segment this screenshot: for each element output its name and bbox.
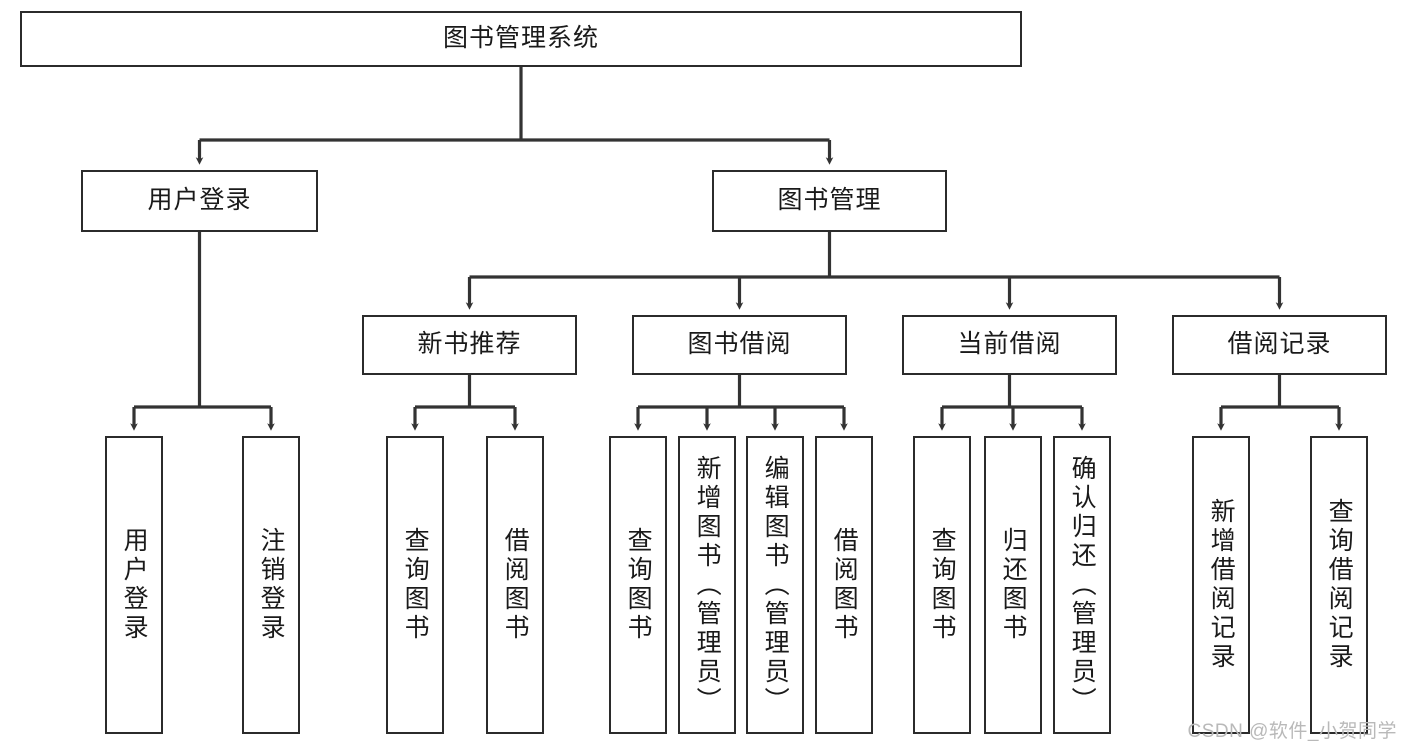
node-leaf-1[interactable]: 注销登录 (242, 436, 300, 734)
node-level2-0[interactable]: 用户登录 (81, 170, 318, 232)
node-leaf-3[interactable]: 借阅图书 (486, 436, 544, 734)
watermark-text: CSDN @软件_小贺同学 (1187, 721, 1397, 742)
node-leaf-5-label: 新增图书（管理员） (693, 454, 722, 716)
node-leaf-6-label: 编辑图书（管理员） (761, 454, 790, 716)
node-leaf-11[interactable]: 新增借阅记录 (1192, 436, 1250, 734)
node-root[interactable]: 图书管理系统 (20, 11, 1022, 67)
node-root-label: 图书管理系统 (442, 24, 599, 53)
node-leaf-10[interactable]: 确认归还（管理员） (1053, 436, 1111, 734)
node-leaf-2[interactable]: 查询图书 (386, 436, 444, 734)
node-leaf-8-label: 查询图书 (928, 527, 957, 643)
node-leaf-4-label: 查询图书 (624, 527, 653, 643)
node-level3-3-label: 借阅记录 (1227, 330, 1332, 359)
node-leaf-9[interactable]: 归还图书 (984, 436, 1042, 734)
node-leaf-12-label: 查询借阅记录 (1325, 498, 1354, 672)
node-leaf-7-label: 借阅图书 (830, 527, 859, 643)
node-level2-1[interactable]: 图书管理 (712, 170, 947, 232)
node-leaf-10-label: 确认归还（管理员） (1068, 454, 1097, 716)
node-level3-0-label: 新书推荐 (417, 330, 522, 359)
node-level3-1[interactable]: 图书借阅 (632, 315, 847, 375)
node-level3-2[interactable]: 当前借阅 (902, 315, 1117, 375)
node-level3-1-label: 图书借阅 (687, 330, 792, 359)
node-leaf-8[interactable]: 查询图书 (913, 436, 971, 734)
node-level2-0-label: 用户登录 (147, 186, 252, 215)
node-leaf-12[interactable]: 查询借阅记录 (1310, 436, 1368, 734)
node-leaf-6[interactable]: 编辑图书（管理员） (746, 436, 804, 734)
node-leaf-11-label: 新增借阅记录 (1207, 498, 1236, 672)
node-leaf-5[interactable]: 新增图书（管理员） (678, 436, 736, 734)
node-leaf-4[interactable]: 查询图书 (609, 436, 667, 734)
node-leaf-1-label: 注销登录 (257, 527, 286, 643)
node-level3-2-label: 当前借阅 (957, 330, 1062, 359)
node-leaf-2-label: 查询图书 (401, 527, 430, 643)
node-level2-1-label: 图书管理 (777, 186, 882, 215)
node-leaf-7[interactable]: 借阅图书 (815, 436, 873, 734)
node-leaf-0-label: 用户登录 (120, 527, 149, 643)
node-leaf-0[interactable]: 用户登录 (105, 436, 163, 734)
node-level3-3[interactable]: 借阅记录 (1172, 315, 1387, 375)
node-leaf-9-label: 归还图书 (999, 527, 1028, 643)
node-leaf-3-label: 借阅图书 (501, 527, 530, 643)
node-level3-0[interactable]: 新书推荐 (362, 315, 577, 375)
